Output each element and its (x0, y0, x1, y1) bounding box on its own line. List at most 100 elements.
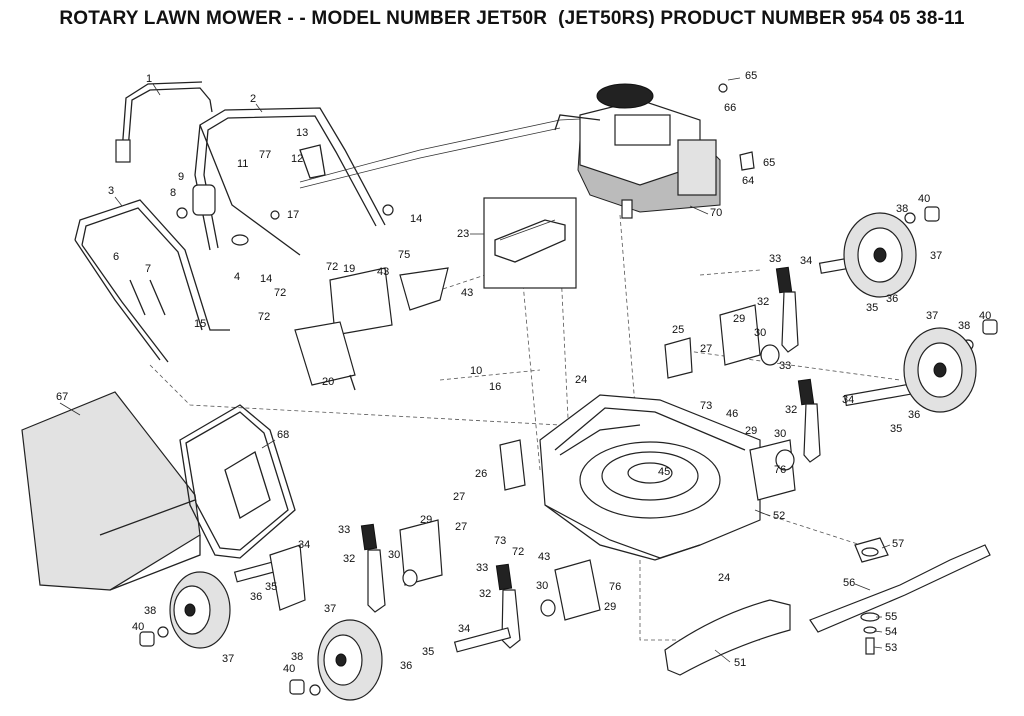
detail-box-23 (483, 197, 577, 289)
callout-23: 23 (457, 228, 469, 240)
callout-27a: 27 (700, 343, 712, 355)
wheel-37-front-left (317, 619, 383, 701)
callout-37a: 37 (930, 250, 942, 262)
callout-36a: 36 (886, 293, 898, 305)
callout-29a: 29 (733, 313, 745, 325)
callout-30c: 30 (388, 549, 400, 561)
callout-66: 66 (724, 102, 736, 114)
callout-1: 1 (146, 73, 152, 85)
callout-51: 51 (734, 657, 746, 669)
callout-36c: 36 (250, 591, 262, 603)
callout-4: 4 (234, 271, 240, 283)
callout-14a: 14 (410, 213, 422, 225)
callout-77: 77 (259, 149, 271, 161)
callout-25: 25 (672, 324, 684, 336)
callout-16: 16 (489, 381, 501, 393)
callout-38c: 38 (144, 605, 156, 617)
callout-labels: 1 2 3 4 6 7 8 9 10 11 12 13 14 14 15 16 … (56, 70, 991, 675)
callout-29b: 29 (745, 425, 757, 437)
catcher-frame-68 (179, 404, 296, 559)
grass-catcher-bag-67 (21, 391, 201, 591)
callout-32a: 32 (757, 296, 769, 308)
callout-34a: 34 (800, 255, 812, 267)
wheel-37-rear-left (169, 571, 231, 649)
leader-lines (59, 77, 891, 663)
callout-64: 64 (742, 175, 754, 187)
callout-70: 70 (710, 207, 722, 219)
callout-35a: 35 (866, 302, 878, 314)
callout-38a: 38 (896, 203, 908, 215)
blade-hardware (860, 612, 880, 655)
callout-27c: 27 (455, 521, 467, 533)
callout-55: 55 (885, 611, 897, 623)
callout-43c: 43 (538, 551, 550, 563)
lower-handle-part-3 (74, 199, 230, 363)
callout-76b: 76 (609, 581, 621, 593)
callout-11: 11 (237, 158, 248, 170)
callout-32d: 32 (479, 588, 491, 600)
control-bracket (294, 267, 449, 391)
callout-10: 10 (470, 365, 482, 377)
callout-13: 13 (296, 127, 308, 139)
callout-43b: 43 (461, 287, 473, 299)
callout-27b: 27 (453, 491, 465, 503)
callout-40c: 40 (132, 621, 144, 633)
callout-3: 3 (108, 185, 114, 197)
callout-36d: 36 (400, 660, 412, 672)
wheel-37-rear-right (843, 212, 917, 298)
callout-24b: 24 (718, 572, 730, 584)
callout-76a: 76 (774, 464, 786, 476)
callout-65a: 65 (745, 70, 757, 82)
upper-handle-part-1 (115, 81, 213, 163)
diagram-title: ROTARY LAWN MOWER - - MODEL NUMBER JET50… (59, 8, 965, 29)
callout-54: 54 (885, 626, 897, 638)
callout-72d: 72 (512, 546, 524, 558)
callout-45: 45 (658, 466, 670, 478)
callout-37c: 37 (222, 653, 234, 665)
blade-56 (809, 544, 991, 633)
callout-68: 68 (277, 429, 289, 441)
callout-33b: 33 (779, 360, 791, 372)
callout-30b: 30 (774, 428, 786, 440)
callout-17: 17 (287, 209, 299, 221)
engine-70 (554, 83, 755, 219)
callout-33d: 33 (476, 562, 488, 574)
callout-33a: 33 (769, 253, 781, 265)
callout-37d: 37 (324, 603, 336, 615)
callout-32b: 32 (785, 404, 797, 416)
callout-40d: 40 (283, 663, 295, 675)
callout-30a: 30 (754, 327, 766, 339)
callout-29c: 29 (420, 514, 432, 526)
callout-67: 67 (56, 391, 68, 403)
callout-8: 8 (170, 187, 176, 199)
callout-72a: 72 (326, 261, 338, 273)
callout-37b: 37 (926, 310, 938, 322)
callout-73a: 73 (700, 400, 712, 412)
callout-9: 9 (178, 171, 184, 183)
callout-26: 26 (475, 468, 487, 480)
callout-35c: 35 (265, 581, 277, 593)
callout-46: 46 (726, 408, 738, 420)
callout-43a: 43 (377, 266, 389, 278)
callout-6: 6 (113, 251, 119, 263)
callout-72c: 72 (258, 311, 270, 323)
callout-19: 19 (343, 263, 355, 275)
callout-40a: 40 (918, 193, 930, 205)
callout-7: 7 (145, 263, 151, 275)
height-adjusters (360, 266, 821, 649)
spacers-and-bushings (139, 206, 998, 696)
callout-32c: 32 (343, 553, 355, 565)
baffle-51 (664, 599, 791, 676)
callout-36b: 36 (908, 409, 920, 421)
callout-52: 52 (773, 510, 785, 522)
wheel-37-front-right (903, 327, 977, 413)
small-hardware (129, 144, 394, 316)
callout-57: 57 (892, 538, 904, 550)
callout-30d: 30 (536, 580, 548, 592)
callout-2: 2 (250, 93, 256, 105)
callout-35d: 35 (422, 646, 434, 658)
callout-34d: 34 (458, 623, 470, 635)
blade-adapter-57 (854, 537, 889, 563)
callout-24a: 24 (575, 374, 587, 386)
